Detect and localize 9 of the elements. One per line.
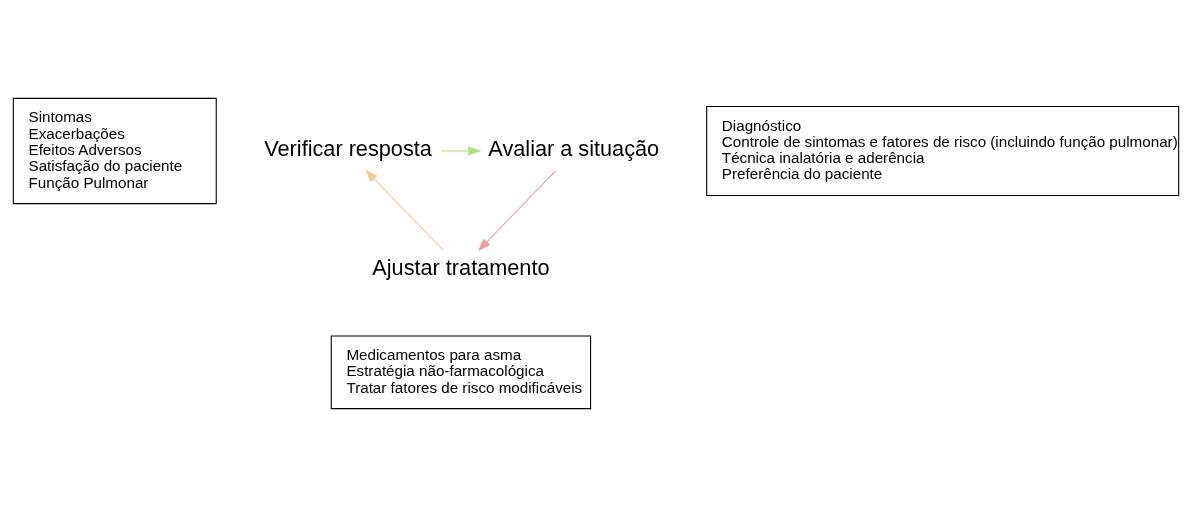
node-box: Medicamentos para asma Estratégia não-farmacológica Tratar fatores de risco modificáveis (330, 334, 592, 409)
node-text: Verificar resposta (264, 135, 432, 161)
node-text: Ajustar tratamento (372, 254, 550, 280)
node-text: Avaliar a situação (488, 135, 660, 161)
arrow (440, 145, 482, 156)
node-box: Diagnóstico Controle de sintomas e fatores de risco (incluindo função pulmonar) Técnica inalatória e aderência Preferência do paciente (706, 105, 1180, 196)
node-box: Sintomas Exacerbações Efeitos Adversos Satisfação do paciente Função Pulmonar (12, 97, 217, 204)
arrow (477, 169, 557, 251)
arrow (365, 169, 444, 251)
